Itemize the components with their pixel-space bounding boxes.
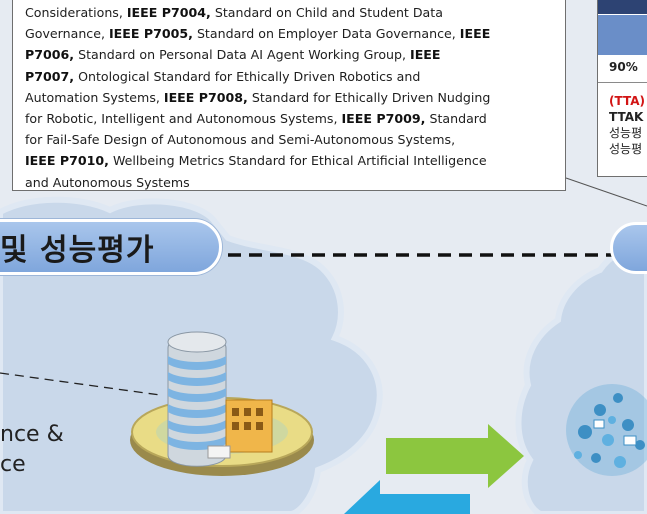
text-segment: Standard on Child and Student Data (210, 5, 443, 20)
standard-id: IEEE P7004, (126, 5, 211, 20)
section-title-pill (0, 219, 222, 275)
building-windows (168, 356, 226, 450)
standard-id: IEEE P7010, (25, 153, 109, 169)
text-segment: for Robotic, Intelligent and Autonomous … (25, 111, 342, 127)
text-segment: Standard on Personal Data AI Agent Worki… (74, 47, 411, 63)
callout-line (565, 177, 647, 207)
standards-line: P7007, Ontological Standard for Ethicall… (25, 66, 553, 87)
left-body-text: nce & ce (0, 420, 64, 480)
icon-cloud (566, 384, 647, 476)
panel-subheader-bar (598, 14, 647, 55)
text-segment: Ontological Standard for Ethically Drive… (74, 68, 421, 84)
percent-value: 90% (598, 54, 647, 83)
text-segment: Wellbeing Metrics Standard for Ethical A… (108, 153, 487, 169)
text-segment: Standard on Employer Data Governance, (192, 26, 460, 42)
text-segment: Governance, (25, 26, 109, 42)
building-roof (167, 331, 227, 353)
building-entrance (207, 445, 231, 459)
standards-line: Considerations, IEEE P7004, Standard on … (25, 2, 553, 23)
annex-windows (232, 408, 263, 430)
standard-id: IEEE (410, 47, 441, 63)
standards-line: P7006, Standard on Personal Data AI Agen… (25, 44, 553, 65)
text-segment: Automation Systems, (25, 89, 164, 105)
panel-text: (TTA) TTAK 성능평 성능평 (609, 93, 645, 157)
dashed-pointer (0, 372, 161, 396)
standard-id: P7007, (25, 68, 75, 84)
panel-line: 성능평 (609, 142, 643, 156)
standards-line: Governance, IEEE P7005, Standard on Empl… (25, 23, 553, 44)
text-segment: Standard for Ethically Driven Nudging (247, 89, 491, 105)
ttak-label: TTAK (609, 110, 644, 124)
standards-line: IEEE P7010, Wellbeing Metrics Standard f… (25, 150, 553, 171)
standards-line: for Robotic, Intelligent and Autonomous … (25, 108, 553, 129)
tta-label: (TTA) (609, 94, 645, 108)
panel-header-bar (598, 0, 647, 14)
standard-id: P7006, (25, 47, 75, 63)
panel-line: 성능평 (609, 126, 643, 140)
text-segment: for Fail-Safe Design of Autonomous and S… (25, 132, 456, 148)
standards-text-box: Considerations, IEEE P7004, Standard on … (12, 0, 566, 191)
body-text-line: nce & (0, 422, 64, 447)
standard-id: IEEE P7008, (163, 89, 248, 105)
text-segment: Standard (425, 111, 487, 127)
text-segment: and Autonomous Systems (25, 174, 190, 190)
body-text-line: ce (0, 452, 26, 477)
right-title-pill (610, 222, 647, 274)
right-info-panel: 90% (TTA) TTAK 성능평 성능평 (597, 0, 647, 177)
text-segment: Considerations, (25, 5, 127, 20)
standards-line: Automation Systems, IEEE P7008, Standard… (25, 87, 553, 108)
standards-line: for Fail-Safe Design of Autonomous and S… (25, 129, 553, 150)
standard-id: IEEE P7009, (341, 111, 426, 127)
left-arrow-icon (344, 480, 470, 514)
right-arrow-icon (386, 424, 524, 488)
section-title: 및 성능평가 (0, 233, 155, 268)
standard-id: IEEE (459, 26, 491, 42)
standards-line: and Autonomous Systems (25, 172, 553, 193)
right-cloud-shape (515, 236, 647, 514)
standard-id: IEEE P7005, (108, 26, 193, 42)
